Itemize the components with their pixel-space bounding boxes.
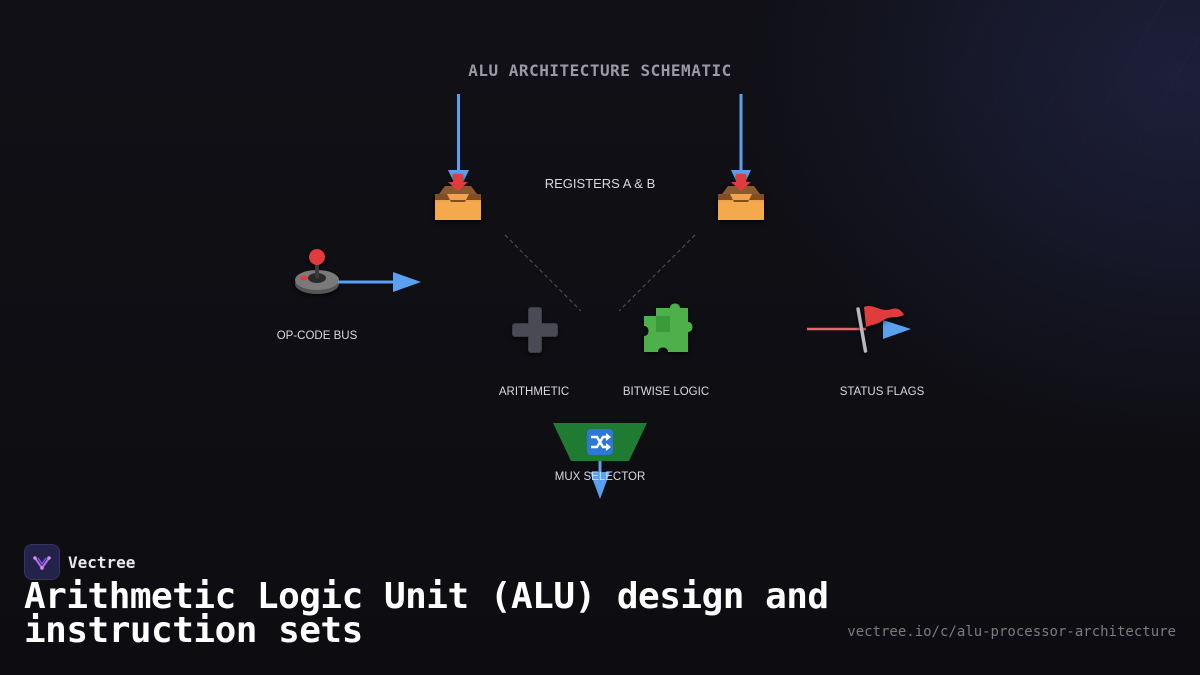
registers-label: REGISTERS A & B	[545, 176, 656, 191]
opcode-bus-label: OP-CODE BUS	[277, 330, 358, 342]
arithmetic-label: ARITHMETIC	[499, 386, 569, 398]
course-url[interactable]: vectree.io/c/alu-processor-architecture	[847, 624, 1176, 640]
status-flags-label: STATUS FLAGS	[840, 386, 925, 398]
joystick-icon	[295, 249, 339, 294]
page-title: Arithmetic Logic Unit (ALU) design and i…	[24, 576, 829, 651]
inbox-tray-icon	[718, 174, 764, 220]
brand-name: Vectree	[68, 552, 136, 572]
status-flags-arrowhead	[883, 320, 911, 339]
plus-icon	[512, 307, 558, 353]
dashed-connector-left	[504, 234, 582, 312]
bitwise-logic-label: BITWISE LOGIC	[623, 386, 709, 398]
mux-output-arrow	[590, 461, 610, 499]
shuffle-icon	[587, 429, 613, 455]
puzzle-piece-icon	[644, 303, 693, 352]
opcode-bus-arrow	[338, 272, 421, 292]
vectree-logo-icon	[24, 544, 60, 580]
flag-icon	[856, 306, 904, 353]
dashed-connector-right	[618, 234, 696, 312]
inbox-tray-icon	[435, 174, 481, 220]
mux-selector-label: MUX SELECTOR	[555, 471, 646, 483]
schematic-title: ALU ARCHITECTURE SCHEMATIC	[468, 61, 731, 80]
brand[interactable]: Vectree	[24, 544, 135, 580]
alu-diagram: ALU ARCHITECTURE SCHEMATIC REGISTERS A &…	[277, 61, 925, 499]
